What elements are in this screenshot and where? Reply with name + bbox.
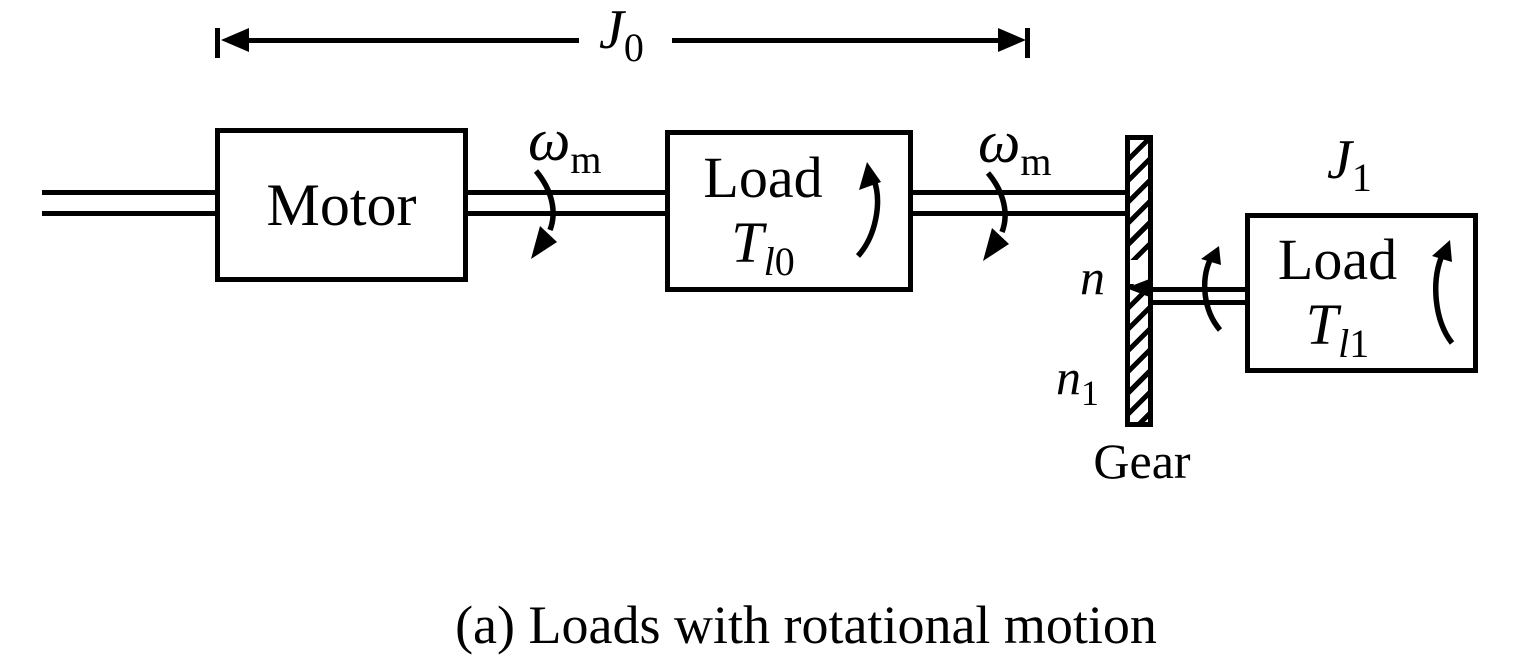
inertia-j1-label: J1 [1327, 129, 1372, 198]
load0-rotation-arrow-icon [855, 162, 881, 258]
gear-label: Gear [1093, 433, 1191, 489]
load0-box: Load Tl0 [665, 130, 913, 292]
load0-torque-sub-l: l [763, 239, 775, 284]
omega-sub: m [1020, 139, 1052, 184]
input-shaft [42, 190, 217, 216]
motor-to-load0-shaft [466, 190, 668, 216]
omega-main: ω [978, 109, 1021, 175]
figure-caption: (a) Loads with rotational motion [455, 595, 1157, 655]
dimension-line-right-segment [672, 38, 1002, 43]
motor-label: Motor [266, 172, 417, 238]
omega-rotation-arrow-icon [531, 169, 557, 259]
gear-n-main: n [1080, 249, 1105, 305]
load1-torque-sub-digit: 1 [1349, 321, 1370, 366]
load1-rotation-arrow-icon [1432, 240, 1455, 345]
output-shaft-rotation-arrow-icon [1201, 246, 1223, 332]
load0-to-gear-shaft [911, 190, 1127, 216]
dimension-arrowhead-left-icon [221, 28, 249, 52]
dimension-arrowhead-right-icon [998, 28, 1026, 52]
inertia-j0-label: J0 [599, 0, 644, 68]
dimension-tick-left [215, 28, 220, 58]
gear-mesh-arrow-icon [1126, 278, 1152, 298]
omega-sub: m [570, 137, 602, 182]
load1-title: Load [1277, 227, 1398, 293]
inertia-j0-main: J [599, 0, 624, 61]
load1-torque-sub-l: l [1338, 321, 1350, 366]
gear-teeth-n-label: n [1080, 252, 1105, 302]
load1-label: Load Tl1 [1277, 227, 1398, 366]
load1-box: Load Tl1 [1245, 213, 1478, 373]
load0-title: Load [703, 145, 823, 211]
omega-m-label: ωm [978, 109, 1052, 182]
gear-n1-subscript: 1 [1081, 373, 1099, 413]
dimension-tick-right [1025, 28, 1030, 58]
gear-n1-main: n [1056, 349, 1081, 405]
omega-m-label: ωm [528, 107, 602, 180]
gear-to-load1-shaft [1151, 287, 1247, 305]
omega-rotation-arrow-icon [983, 171, 1009, 261]
gear-teeth-n1-label: n1 [1056, 349, 1099, 411]
inertia-j1-subscript: 1 [1351, 155, 1372, 200]
motor-box: Motor [215, 128, 468, 282]
inertia-j0-subscript: 0 [623, 25, 644, 70]
inertia-j1-main: J [1327, 129, 1352, 191]
load0-label: Load Tl0 [703, 145, 823, 284]
load0-torque-main: T [731, 210, 764, 275]
omega-main: ω [528, 107, 571, 173]
load1-torque-main: T [1305, 292, 1339, 357]
dimension-line-left-segment [247, 38, 579, 43]
load0-torque-sub-digit: 0 [774, 239, 795, 284]
